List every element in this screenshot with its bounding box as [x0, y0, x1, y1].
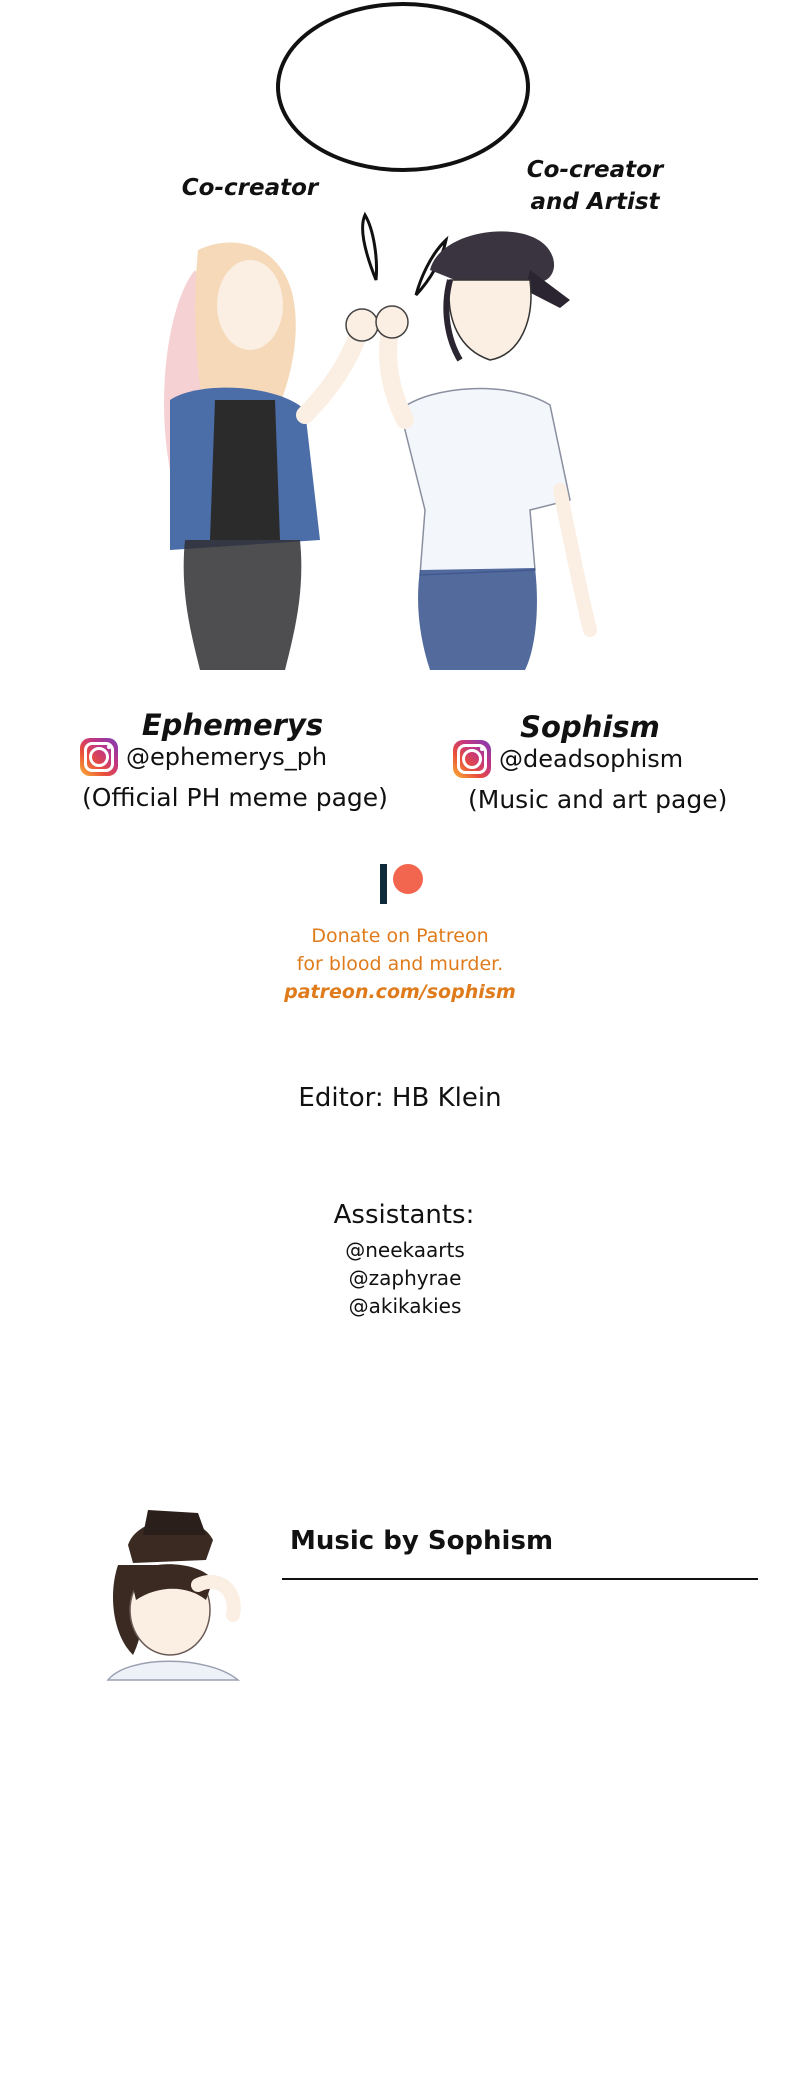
creator-name-sophism: Sophism [520, 710, 660, 744]
creator-description-2: (Music and art page) [468, 785, 728, 814]
creator-handle-row-2[interactable]: @deadsophism [453, 740, 683, 778]
role-label-left: Co-creator [181, 175, 319, 201]
music-credit-title: Music by Sophism [290, 1526, 554, 1556]
patreon-line-1: Donate on Patreon [311, 925, 489, 947]
role-label-right-line1: Co-creator [526, 157, 664, 183]
instagram-icon [453, 740, 491, 778]
sophism-avatar [106, 1510, 241, 1681]
creator-description-1: (Official PH meme page) [82, 783, 388, 812]
assistants-list: @neekaarts @zaphyrae @akikakies [335, 1236, 475, 1320]
instagram-icon [80, 738, 118, 776]
assistant-handle[interactable]: @akikakies [348, 1294, 462, 1318]
patreon-link[interactable]: patreon.com/sophism [284, 981, 516, 1003]
patreon-icon[interactable] [378, 862, 426, 906]
creator-handle-sophism[interactable]: @deadsophism [499, 745, 684, 773]
creator-handle-ephemerys[interactable]: @ephemerys_ph [126, 743, 328, 771]
patreon-line-2: for blood and murder. [296, 953, 504, 975]
role-label-right: Co-creator and Artist [500, 154, 690, 218]
assistant-handle[interactable]: @zaphyrae [348, 1266, 462, 1290]
music-divider [282, 1578, 758, 1580]
creator-handle-row-1[interactable]: @ephemerys_ph [80, 738, 327, 776]
speech-bubble [276, 2, 530, 172]
creators-illustration [164, 211, 597, 670]
role-label-right-line2: and Artist [530, 189, 660, 215]
assistants-title: Assistants: [333, 1200, 475, 1230]
editor-credit: Editor: HB Klein [298, 1083, 502, 1113]
patreon-donate-block: Donate on Patreon for blood and murder. … [250, 922, 550, 1006]
assistant-handle[interactable]: @neekaarts [345, 1238, 465, 1262]
creator-name-ephemerys: Ephemerys [141, 708, 324, 742]
